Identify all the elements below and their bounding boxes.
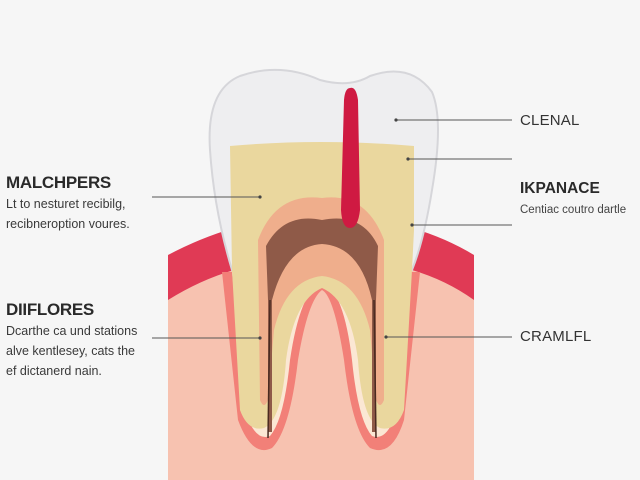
desc-line: ef dictanerd nain. xyxy=(6,364,102,378)
desc-line: Dcarthe ca und stations xyxy=(6,324,138,338)
desc-line: alve kentlesey, cats the xyxy=(6,344,136,358)
label-right-bottom-title: CRAMLFL xyxy=(520,328,592,345)
label-right-top-title: CLENAL xyxy=(520,112,580,129)
label-right-middle-subtitle: Centiac coutro dartle xyxy=(520,204,627,216)
root-canal-left-line xyxy=(267,299,271,439)
desc-line: recibneroption voures. xyxy=(6,217,130,231)
label-left-bottom-desc: Dcarthe ca und stations alve kentlesey, … xyxy=(6,321,137,381)
bone-tissue xyxy=(168,268,474,480)
pulp-horn xyxy=(341,87,360,228)
root-canal-right-line xyxy=(373,299,377,439)
pulp-inner xyxy=(266,218,378,300)
desc-line: Lt to nesturet recibilg, xyxy=(6,197,126,211)
label-left-top-desc: Lt to nesturet recibilg, recibneroption … xyxy=(6,194,130,234)
label-left-bottom-title: DIIFLORES xyxy=(6,300,94,319)
gum-left xyxy=(168,228,234,300)
label-left-top-title: MALCHPERS xyxy=(6,173,111,192)
label-right-middle-title: IKPANACE xyxy=(520,180,600,197)
gum-right xyxy=(412,228,474,300)
